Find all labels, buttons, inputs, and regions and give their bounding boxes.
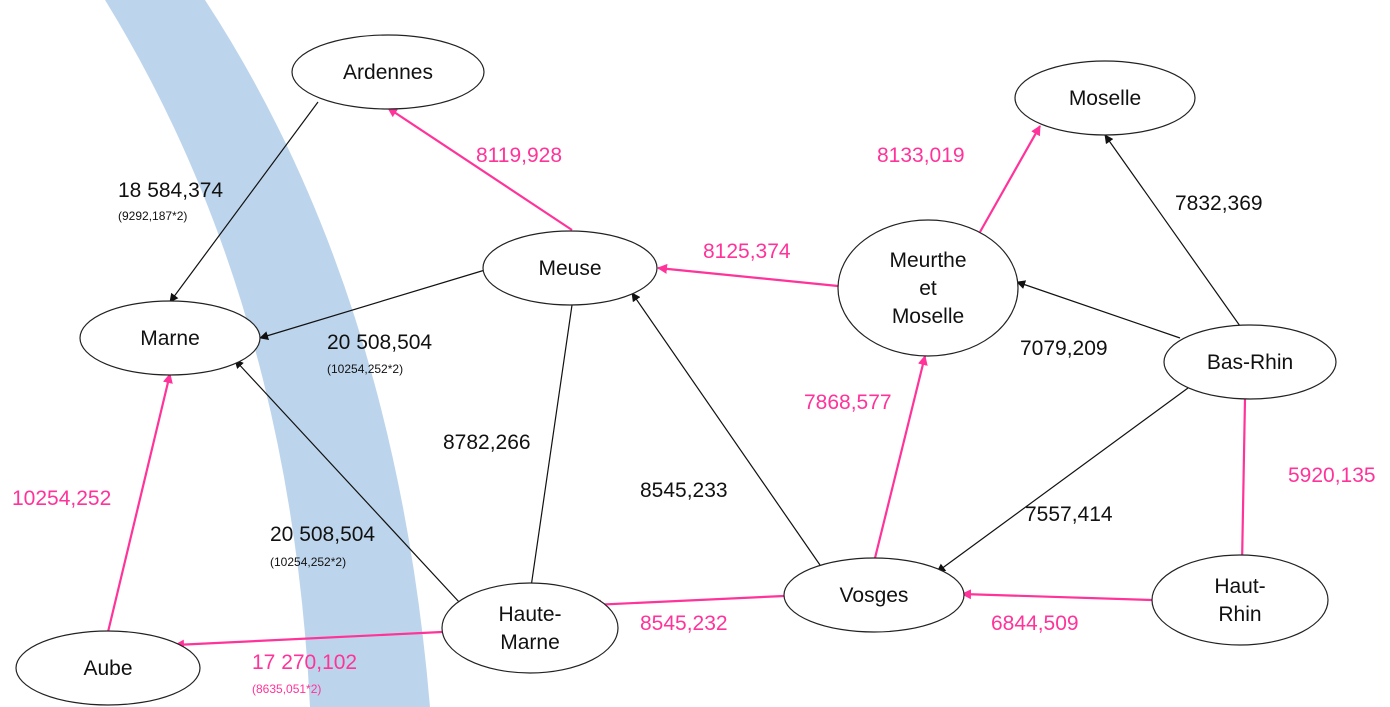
edge-vosges-mem-arrow	[873, 355, 928, 559]
edge-basrhin-hautrhin-arrow	[1237, 398, 1248, 566]
node-haut-rhin: Haut- Rhin	[1151, 554, 1329, 646]
node-meuse-ellipse	[482, 230, 658, 306]
node-aube-ellipse	[15, 630, 201, 706]
edge-ardennes-marne-arrow	[169, 101, 319, 303]
edge-meuse-marne-formula-label: (10254,252*2)	[327, 362, 403, 376]
node-vosges: Vosges	[783, 557, 965, 633]
node-bas-rhin: Bas-Rhin	[1163, 324, 1337, 400]
edge-vosges-mem-value-label: 7868,577	[804, 391, 892, 414]
edge-mem-meuse-value-label: 8125,374	[703, 240, 791, 263]
node-vosges-ellipse	[783, 557, 965, 633]
edge-hautrhin-vosges-arrow	[961, 589, 1153, 602]
edge-labels-layer: 18 584,374 (9292,187*2) 8119,928 20 508,504…	[12, 144, 1376, 696]
node-haut-rhin-label: Rhin	[1218, 603, 1261, 626]
node-bas-rhin-ellipse	[1163, 324, 1337, 400]
edge-mem-meuse-arrow	[657, 263, 839, 288]
edge-basrhin-mem-value-label: 7079,209	[1020, 337, 1108, 360]
edge-hautrhin-vosges-value-label: 6844,509	[991, 612, 1079, 635]
edge-meuse-marne-value-label: 20 508,504	[327, 331, 432, 354]
node-meurthe-et-moselle-label: Moselle	[892, 305, 964, 328]
edge-hautemarne-aube-value-label: 17 270,102	[252, 651, 357, 674]
edge-mem-moselle-arrow	[979, 125, 1041, 233]
node-moselle-label: Moselle	[1069, 87, 1141, 110]
edge-meuse-ardennes-arrow	[387, 107, 573, 231]
node-haut-rhin-label: Haut-	[1214, 575, 1265, 598]
node-ardennes: Ardennes	[291, 34, 485, 110]
node-haute-marne-label: Haute-	[498, 603, 561, 626]
edge-meuse-marne-arrow	[259, 269, 486, 340]
edge-ardennes-marne-value-label: 18 584,374	[118, 179, 223, 202]
node-marne-label: Marne	[140, 327, 200, 350]
edge-mem-moselle-value-label: 8133,019	[877, 144, 965, 167]
node-ardennes-ellipse	[291, 34, 485, 110]
node-haute-marne-label: Marne	[500, 631, 560, 654]
river-band-shape	[105, 0, 430, 707]
edge-hautemarne-marne-value-label: 20 508,504	[270, 523, 375, 546]
edge-basrhin-hautrhin-value-label: 5920,135	[1288, 464, 1376, 487]
edge-hautemarne-aube-formula-label: (8635,051*2)	[252, 682, 321, 696]
node-bas-rhin-label: Bas-Rhin	[1207, 351, 1293, 374]
node-marne: Marne	[79, 300, 261, 376]
edge-aube-marne-value-label: 10254,252	[12, 487, 111, 510]
edge-hautemarne-marne-formula-label: (10254,252*2)	[270, 555, 346, 569]
node-haute-marne-ellipse	[441, 582, 619, 674]
node-moselle: Moselle	[1014, 60, 1196, 136]
edge-meuse-hautemarne-arrow	[526, 304, 573, 595]
edge-basrhin-vosges-value-label: 7557,414	[1025, 503, 1113, 526]
edge-ardennes-marne-formula-label: (9292,187*2)	[118, 209, 187, 223]
node-haut-rhin-ellipse	[1151, 554, 1329, 646]
edge-vosges-hautemarne-value-label: 8545,232	[640, 612, 728, 635]
edge-basrhin-vosges-arrow	[936, 387, 1189, 573]
edge-basrhin-mem-arrow	[1016, 280, 1181, 339]
edge-vosges-meuse-value-label: 8545,233	[640, 479, 728, 502]
edge-meuse-ardennes-value-label: 8119,928	[476, 144, 562, 167]
edges-layer	[106, 101, 1248, 650]
node-marne-ellipse	[79, 300, 261, 376]
node-meuse-label: Meuse	[538, 257, 601, 280]
edge-meuse-hautemarne-value-label: 8782,266	[443, 431, 531, 454]
node-ardennes-label: Ardennes	[343, 61, 433, 84]
node-meuse: Meuse	[482, 230, 658, 306]
edge-vosges-meuse-arrow	[631, 292, 821, 566]
node-aube-label: Aube	[83, 657, 132, 680]
edge-hautemarne-aube-arrow	[174, 630, 443, 650]
edge-hautemarne-marne-arrow	[234, 359, 461, 604]
node-haute-marne: Haute- Marne	[441, 582, 619, 674]
node-vosges-label: Vosges	[840, 584, 909, 607]
edge-aube-marne-arrow	[106, 373, 173, 633]
edge-basrhin-moselle-value-label: 7832,369	[1175, 192, 1263, 215]
node-moselle-ellipse	[1014, 60, 1196, 136]
node-meurthe-et-moselle-ellipse	[837, 219, 1019, 357]
node-meurthe-et-moselle-label: et	[919, 277, 937, 300]
node-aube: Aube	[15, 630, 201, 706]
edge-vosges-hautemarne-arrow	[591, 594, 785, 610]
node-meurthe-et-moselle-label: Meurthe	[889, 249, 966, 272]
edge-basrhin-moselle-arrow	[1104, 134, 1241, 327]
